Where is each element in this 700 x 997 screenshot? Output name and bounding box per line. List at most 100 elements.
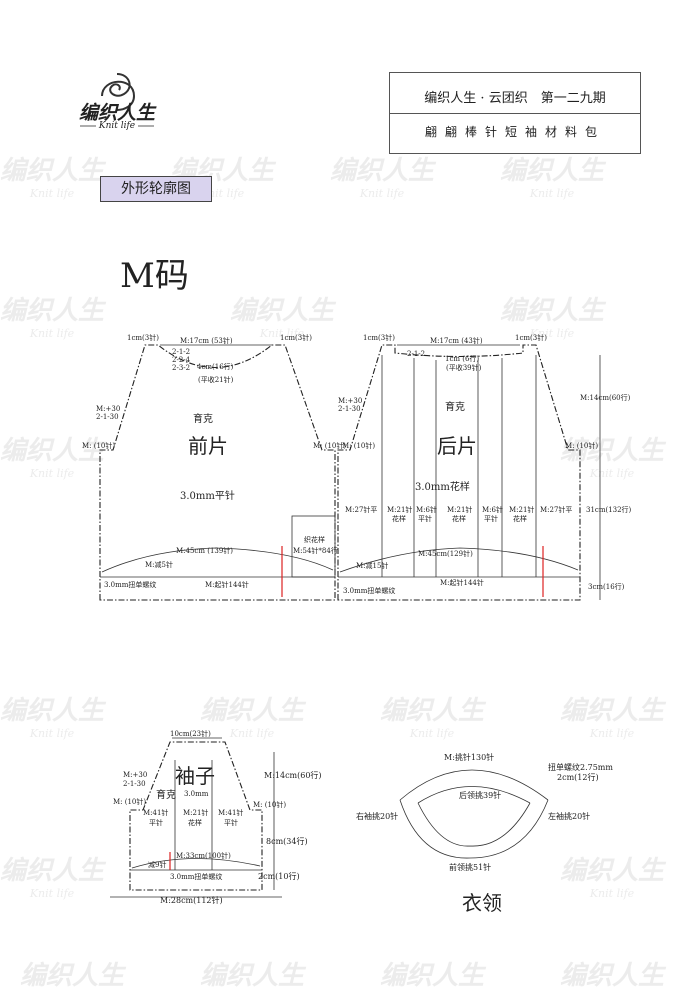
back-col-2: M:21针 (387, 506, 413, 514)
back-cast-on: M:起针144针 (440, 579, 484, 587)
size-title: M码 (120, 256, 189, 296)
back-underarm-left: M: (10针) (342, 442, 376, 450)
back-raglan: M:+30 (338, 397, 363, 405)
back-col-4: M:21针 (447, 506, 473, 514)
logo-subtext: Knit life (98, 121, 136, 131)
front-decrease: M:减5针 (145, 561, 173, 569)
front-shoulder-right: 1cm(3针) (280, 334, 312, 342)
collar-back: 后领挑39针 (459, 791, 502, 800)
back-decrease: M:减15针 (356, 562, 389, 570)
sleeve-yoke-height: M:14cm(60行) (264, 771, 322, 780)
yarn-swirl-icon (80, 73, 154, 127)
back-col-4-type: 花样 (452, 515, 466, 523)
front-top-width: M:17cm (53针) (180, 337, 233, 345)
collar-left-sleeve: 左袖挑20针 (548, 812, 591, 821)
sleeve-col-3: M:41针 (218, 809, 244, 817)
sleeve-raglan: M:+30 (123, 771, 148, 779)
front-shoulder-left: 1cm(3针) (127, 334, 159, 342)
sleeve-inner-width: M:33cm(100针) (176, 852, 231, 860)
front-neck-dec: 2-1-2 (172, 348, 191, 356)
sleeve-body-height: 8cm(34行) (266, 837, 308, 846)
front-outline (99, 344, 336, 601)
front-pattern-panel-size: M:54针*84行 (293, 547, 338, 555)
back-needle: 3.0mm花样 (415, 482, 470, 493)
back-rib-height: 3cm(16行) (588, 583, 625, 591)
watermark: 编织人生 (380, 961, 485, 991)
front-neck-dec: 2-2-4 (172, 356, 191, 364)
issue-title: 编织人生 · 云团织 第一二九期 (424, 91, 606, 106)
back-underarm-right: M: (10针) (565, 442, 599, 450)
sleeve-col-2: M:21针 (183, 809, 209, 817)
back-neck-dec: 2-1-2 (407, 350, 426, 358)
back-col-3-type: 平针 (418, 515, 432, 523)
watermark: 编织人生 (200, 961, 305, 991)
back-neck-depth: 1cm (6行) (445, 355, 480, 363)
sleeve-decrease: 减9针 (148, 861, 167, 869)
front-needle: 3.0mm平针 (180, 491, 235, 502)
back-yoke-height: M:14cm(60行) (580, 394, 631, 402)
issue-header: 编织人生 · 云团织 第一二九期 翩翩棒针短袖材料包 (389, 72, 641, 154)
front-neck-depth: 4cm(16行) (197, 363, 234, 371)
front-yoke-label: 育克 (193, 414, 213, 425)
collar-outer (399, 769, 549, 801)
back-total-height: 31cm(132行) (586, 506, 632, 514)
collar-right-sleeve: 右袖挑20针 (356, 812, 399, 821)
sleeve-rib: 3.0mm扭单螺纹 (170, 873, 223, 881)
sleeve-underarm-right: M: (10针) (253, 801, 287, 809)
front-rib: 3.0mm扭单螺纹 (104, 581, 157, 589)
watermark: 编织人生 (560, 961, 665, 991)
front-neck-flat: (平收21针) (198, 376, 234, 384)
collar-inner (417, 786, 531, 804)
back-col-5: M:6针 (482, 506, 503, 514)
collar-rib: 扭单螺纹2.75mm (548, 763, 613, 772)
back-outline (337, 344, 581, 601)
front-title: 前片 (188, 434, 228, 458)
back-col-6: M:21针 (509, 506, 535, 514)
front-cast-on: M:起针144针 (205, 581, 249, 589)
sleeve-raglan: 2-1-30 (123, 780, 146, 788)
sleeve-yoke-label: 育克 (156, 790, 176, 801)
back-col-5-type: 平针 (484, 515, 498, 523)
kit-name: 翩翩棒针短袖材料包 (424, 125, 605, 139)
front-raglan: M:+30 (96, 405, 121, 413)
sleeve-col-1: M:41针 (143, 809, 169, 817)
back-title: 后片 (437, 434, 477, 458)
sleeve-title: 袖子 (175, 764, 215, 788)
sleeve-rib-height: 2cm(10行) (258, 872, 300, 881)
back-yoke-label: 育克 (445, 402, 465, 413)
front-underarm: M: (10针) (82, 442, 116, 450)
back-body-width: M:45cm(129针) (418, 550, 473, 558)
back-col-2-type: 花样 (392, 515, 406, 523)
back-shoulder-left: 1cm(3针) (363, 334, 395, 342)
back-shoulder-right: 1cm(3针) (515, 334, 547, 342)
back-col-6-type: 花样 (513, 515, 527, 523)
sleeve-col-1-type: 平针 (149, 819, 163, 827)
collar-title: 衣领 (462, 891, 502, 915)
back-neck-flat: (平收39针) (446, 364, 482, 372)
front-underarm-right: M: (10针) (313, 442, 347, 450)
front-neck-dec: 2-3-2 (172, 364, 191, 372)
back-col-7: M:27针平 (540, 506, 573, 514)
back-raglan: 2-1-30 (338, 405, 361, 413)
back-col-3: M:6针 (416, 506, 437, 514)
back-rib: 3.0mm扭单螺纹 (343, 587, 396, 595)
sleeve-needle: 3.0mm (184, 790, 209, 798)
watermark: 编织人生 (20, 961, 125, 991)
collar-total: M:挑针130针 (444, 753, 495, 762)
sleeve-top: 10cm(23针) (170, 730, 211, 738)
sleeve-underarm-left: M: (10针) (113, 798, 147, 806)
